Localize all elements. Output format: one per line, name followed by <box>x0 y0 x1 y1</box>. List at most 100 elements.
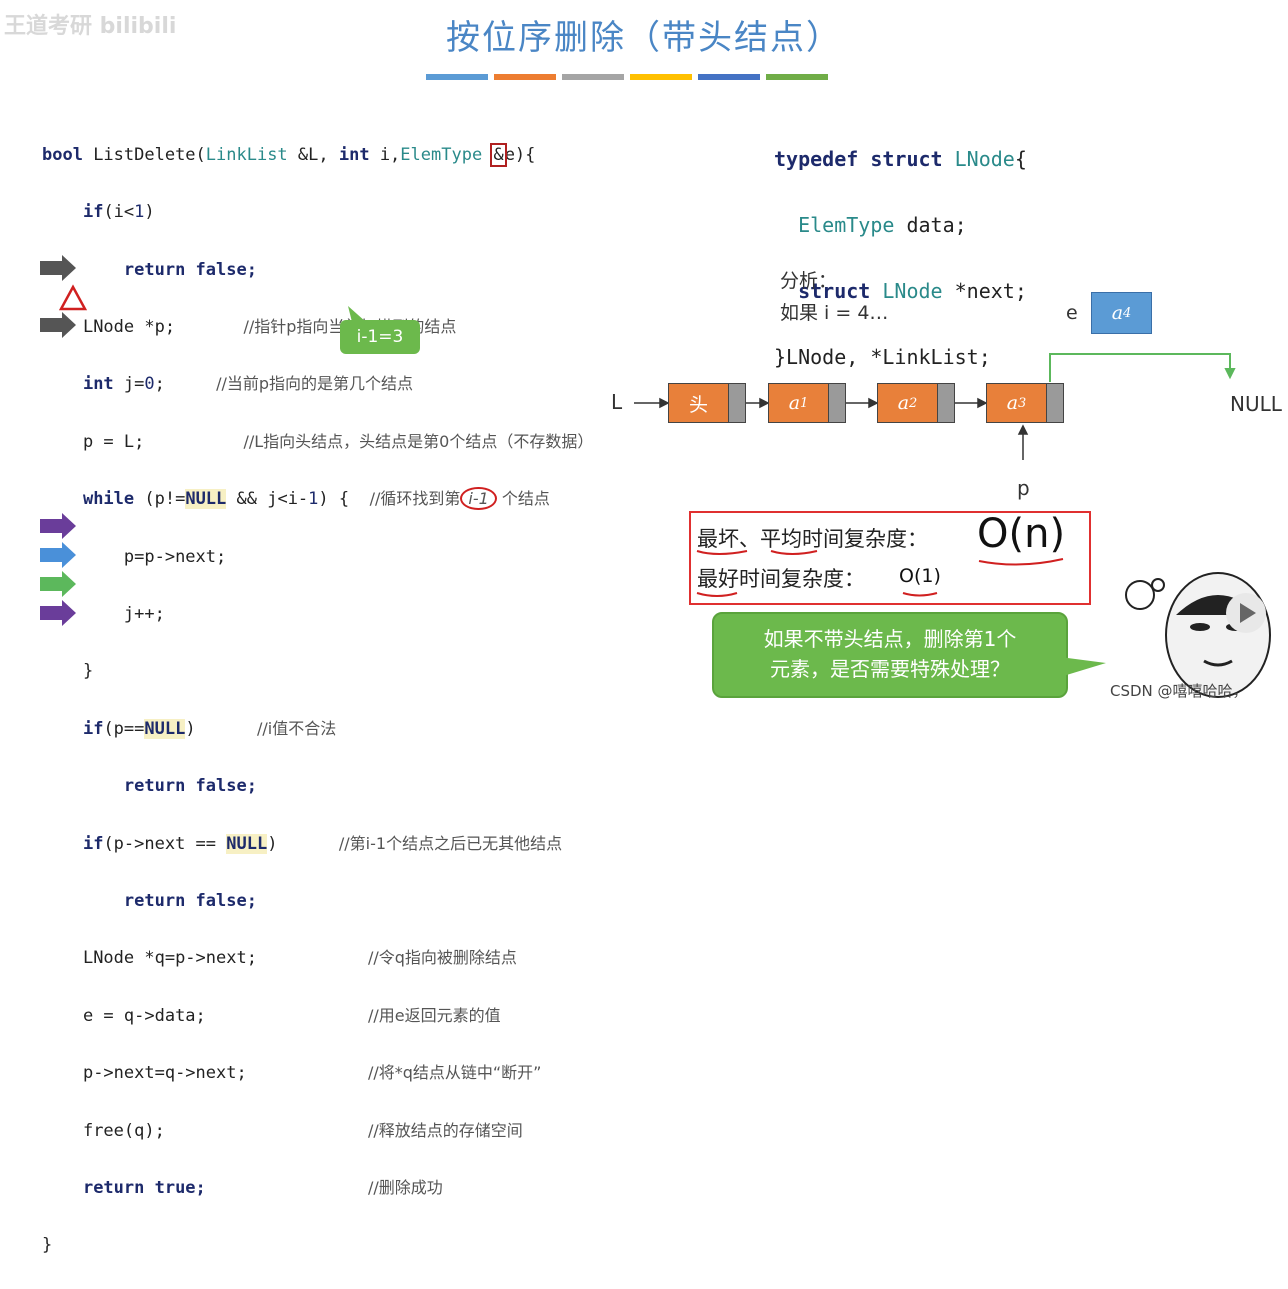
code-text: && j<i- <box>226 489 309 510</box>
code-text: e = q->data; <box>82 1005 206 1026</box>
color-bar <box>426 74 488 80</box>
code-comment: //令q指向被删除结点 <box>367 948 517 968</box>
code-text: ) <box>144 202 155 223</box>
code-text: }LNode, *LinkList; <box>774 345 991 369</box>
code-line-18: free(q);//释放结点的存储空间 <box>42 1117 593 1146</box>
struct-line-4: }LNode, *LinkList; <box>774 341 1027 374</box>
code-text: p=p->next; <box>123 546 227 567</box>
color-bar <box>698 74 760 80</box>
list-head-pointer-label: L <box>611 390 623 414</box>
bubble-tail <box>1060 657 1106 677</box>
keyword: bool <box>42 144 83 165</box>
node-value: 头 <box>669 384 728 422</box>
code-text: ; <box>154 374 165 395</box>
keyword: if <box>82 202 104 223</box>
number: 1 <box>308 489 319 510</box>
meme-face-icon <box>1125 572 1271 698</box>
code-text: j++; <box>123 603 165 624</box>
node-pointer-field <box>1046 384 1063 422</box>
code-line-1: bool ListDelete(LinkList &L, int i,ElemT… <box>42 141 593 170</box>
code-text: LNode *p; <box>82 316 176 337</box>
code-text: ) <box>185 718 196 739</box>
code-text: return false; <box>123 890 257 911</box>
code-line-2: if(i<1) <box>42 198 593 227</box>
code-text: (p== <box>103 718 145 739</box>
question-line-2: 元素，是否需要特殊处理？ <box>770 657 1010 681</box>
code-text: ) <box>267 833 278 854</box>
e-label: e <box>1066 302 1078 324</box>
arrow-right-icon <box>40 600 76 626</box>
triangle-annotation-icon <box>58 284 88 311</box>
color-bar <box>630 74 692 80</box>
code-text: i, <box>369 144 401 165</box>
question-bubble: 如果不带头结点，删除第1个 元素，是否需要特殊处理？ <box>712 612 1068 698</box>
code-line-13: if(p->next == NULL) //第i-1个结点之后已无其他结点 <box>42 830 593 859</box>
code-text: j= <box>113 374 145 395</box>
analysis-label: 分析： <box>780 270 838 292</box>
code-line-6: p = L; //L指向头结点，头结点是第0个结点（不存数据） <box>42 428 593 457</box>
type-name: LNode <box>942 147 1015 171</box>
code-line-15: LNode *q=p->next;//令q指向被删除结点 <box>42 944 593 973</box>
p-pointer-label: p <box>1017 476 1030 500</box>
best-complexity-label: 最好时间复杂度： <box>697 567 865 591</box>
list-connectors <box>634 353 1236 460</box>
code-text: } <box>82 661 94 682</box>
code-comment: //i值不合法 <box>257 718 337 738</box>
code-text: data; <box>894 213 967 237</box>
code-line-14: return false; <box>42 887 593 916</box>
null-keyword: NULL <box>144 718 186 739</box>
keyword: typedef struct <box>774 147 943 171</box>
color-bar <box>766 74 828 80</box>
code-comment: //将*q结点从链中“断开” <box>367 1063 542 1083</box>
null-keyword: NULL <box>226 833 268 854</box>
code-line-20: } <box>42 1231 593 1260</box>
code-text: p->next=q->next; <box>82 1063 247 1084</box>
underline-annotations <box>696 550 1064 597</box>
struct-line-2: ElemType data; <box>774 209 1027 242</box>
callout-tail <box>348 306 366 322</box>
type-name: ElemType <box>400 144 483 165</box>
color-bar-strip <box>426 74 828 80</box>
struct-line-3: struct LNode *next; <box>774 275 1027 308</box>
struct-definition: typedef struct LNode{ ElemType data; str… <box>774 110 1027 407</box>
node-pointer-field <box>937 384 954 422</box>
type-name: LNode <box>870 279 943 303</box>
code-text: return false; <box>123 259 257 280</box>
keyword: if <box>82 718 104 739</box>
code-text: &L, <box>287 144 339 165</box>
code-comment: //第i-1个结点之后已无其他结点 <box>338 833 563 853</box>
color-bar <box>494 74 556 80</box>
code-comment: //用e返回元素的值 <box>367 1005 501 1025</box>
null-keyword: NULL <box>185 489 227 510</box>
code-line-16: e = q->data; //用e返回元素的值 <box>42 1002 593 1031</box>
code-line-10: } <box>42 657 593 686</box>
analysis-case: 如果 i = 4… <box>780 302 889 324</box>
null-label: NULL <box>1230 392 1282 416</box>
code-block: bool ListDelete(LinkList &L, int i,ElemT… <box>42 112 593 1289</box>
code-text: (p->next == <box>103 833 227 854</box>
question-line-1: 如果不带头结点，删除第1个 <box>763 627 1017 651</box>
code-comment: //当前p指向的是第几个结点 <box>216 374 414 394</box>
code-line-3: return false; <box>42 256 593 285</box>
type-name: LinkList <box>205 144 288 165</box>
code-text: } <box>42 1235 53 1256</box>
arrow-right-icon <box>40 571 76 597</box>
arrow-right-icon <box>40 542 76 568</box>
code-line-9: j++; <box>42 600 593 629</box>
page-title: 按位序删除（带头结点） <box>446 18 842 58</box>
code-comment: 个结点 <box>496 489 550 509</box>
complexity-box: 最坏、平均时间复杂度： O(n) 最好时间复杂度： O(1) <box>689 511 1091 605</box>
code-text: (i< <box>103 202 135 223</box>
color-bar <box>562 74 624 80</box>
code-comment: //循环找到第 <box>369 489 461 509</box>
code-comment: //删除成功 <box>367 1178 443 1198</box>
keyword: int <box>338 144 370 165</box>
arrow-right-icon <box>40 513 76 539</box>
